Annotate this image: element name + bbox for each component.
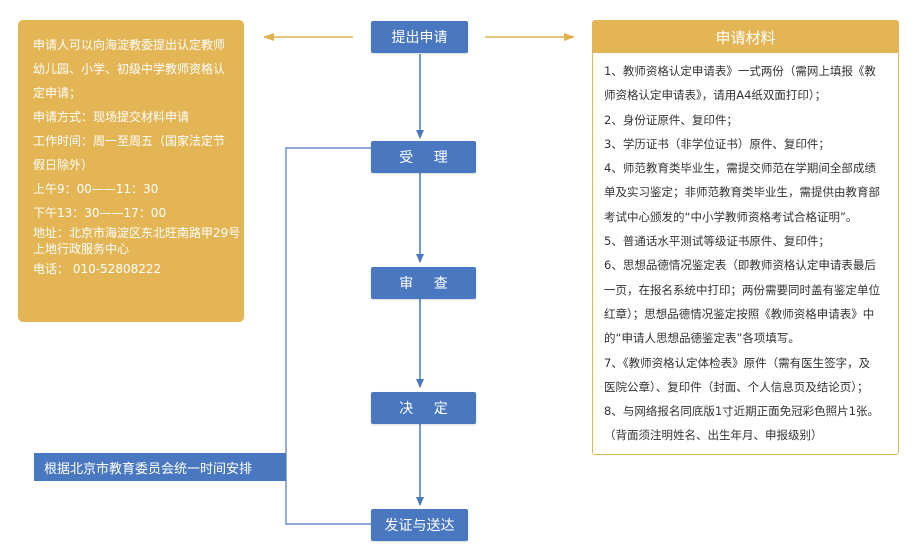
materials-line: 考试中心颁发的“中小学教师资格考试合格证明”。 (604, 209, 858, 224)
materials-line: 单及实习鉴定；非师范教育类毕业生，需提供由教育部 (604, 185, 880, 200)
bracket-accept-to-issue (285, 147, 371, 525)
step-issue-label: 发证与送达 (384, 518, 455, 534)
step-decide: 决 定 (371, 392, 476, 424)
materials-line: 3、学历证书（非学位证书）原件、复印件； (604, 136, 830, 151)
materials-line: 7、《教师资格认定体检表》原件（需有医生签字，及 (604, 355, 871, 370)
info-line: 假日除外） (33, 158, 94, 172)
materials-line: 的“申请人思想品德鉴定表”各项填写。 (604, 331, 800, 346)
materials-title: 申请材料 (593, 21, 898, 53)
materials-line: 师资格认定申请表》，请用A4纸双面打印）； (604, 88, 827, 103)
materials-line: （背面须注明姓名、出生年月、申报级别） (604, 428, 823, 443)
info-line: 电话： 010-52808222 (33, 262, 162, 276)
info-line: 上午9：00——11：30 (33, 182, 159, 196)
info-line: 申请人可以向海淀教委提出认定教师 (33, 38, 226, 52)
info-line: 下午13：30——17：00 (33, 206, 167, 220)
step-apply: 提出申请 (371, 21, 468, 53)
materials-panel: 申请材料 1、教师资格认定申请表》一式两份（需网上填报《教 师资格认定申请表》，… (592, 20, 899, 455)
info-line: 地址：北京市海淀区东北旺南路甲29号 (33, 226, 241, 240)
info-line: 上地行政服务中心 (33, 242, 130, 256)
schedule-note-text: 根据北京市教育委员会统一时间安排 (44, 461, 253, 477)
materials-line: 4、师范教育类毕业生，需提交师范在学期间全部成绩 (604, 161, 876, 176)
step-accept: 受 理 (371, 141, 476, 173)
info-line: 申请方式：现场提交材料申请 (33, 110, 190, 124)
schedule-note: 根据北京市教育委员会统一时间安排 (34, 453, 286, 481)
info-line: 定申请； (33, 86, 82, 100)
step-review-label: 审 查 (399, 276, 456, 292)
materials-line: 一页，在报名系统中打印；两份需要同时盖有鉴定单位 (604, 282, 880, 297)
materials-line: 红章）；思想品德情况鉴定按照《教师资格申请表》中 (604, 306, 875, 321)
step-decide-label: 决 定 (399, 401, 456, 417)
info-line: 幼儿园、小学、初级中学教师资格认 (33, 62, 226, 76)
materials-line: 2、身份证原件、复印件； (604, 112, 738, 127)
materials-line: 5、普通话水平测试等级证书原件、复印件； (604, 234, 830, 249)
materials-line: 6、思想品德情况鉴定表（即教师资格认定申请表最后 (604, 258, 876, 273)
step-review: 审 查 (371, 267, 476, 299)
materials-list: 1、教师资格认定申请表》一式两份（需网上填报《教 师资格认定申请表》，请用A4纸… (593, 53, 898, 448)
materials-line: 1、教师资格认定申请表》一式两份（需网上填报《教 (604, 64, 876, 78)
materials-line: 医院公章）、复印件（封面、个人信息页及结论页）； (604, 379, 869, 394)
application-info-panel: 申请人可以向海淀教委提出认定教师 幼儿园、小学、初级中学教师资格认 定申请； 申… (18, 20, 244, 322)
step-accept-label: 受 理 (399, 150, 456, 166)
materials-line: 8、与网络报名同底版1寸近期正面免冠彩色照片1张。 (604, 404, 879, 419)
step-issue: 发证与送达 (371, 509, 468, 541)
step-apply-label: 提出申请 (391, 30, 448, 46)
info-line: 工作时间：周一至周五（国家法定节 (33, 134, 226, 148)
